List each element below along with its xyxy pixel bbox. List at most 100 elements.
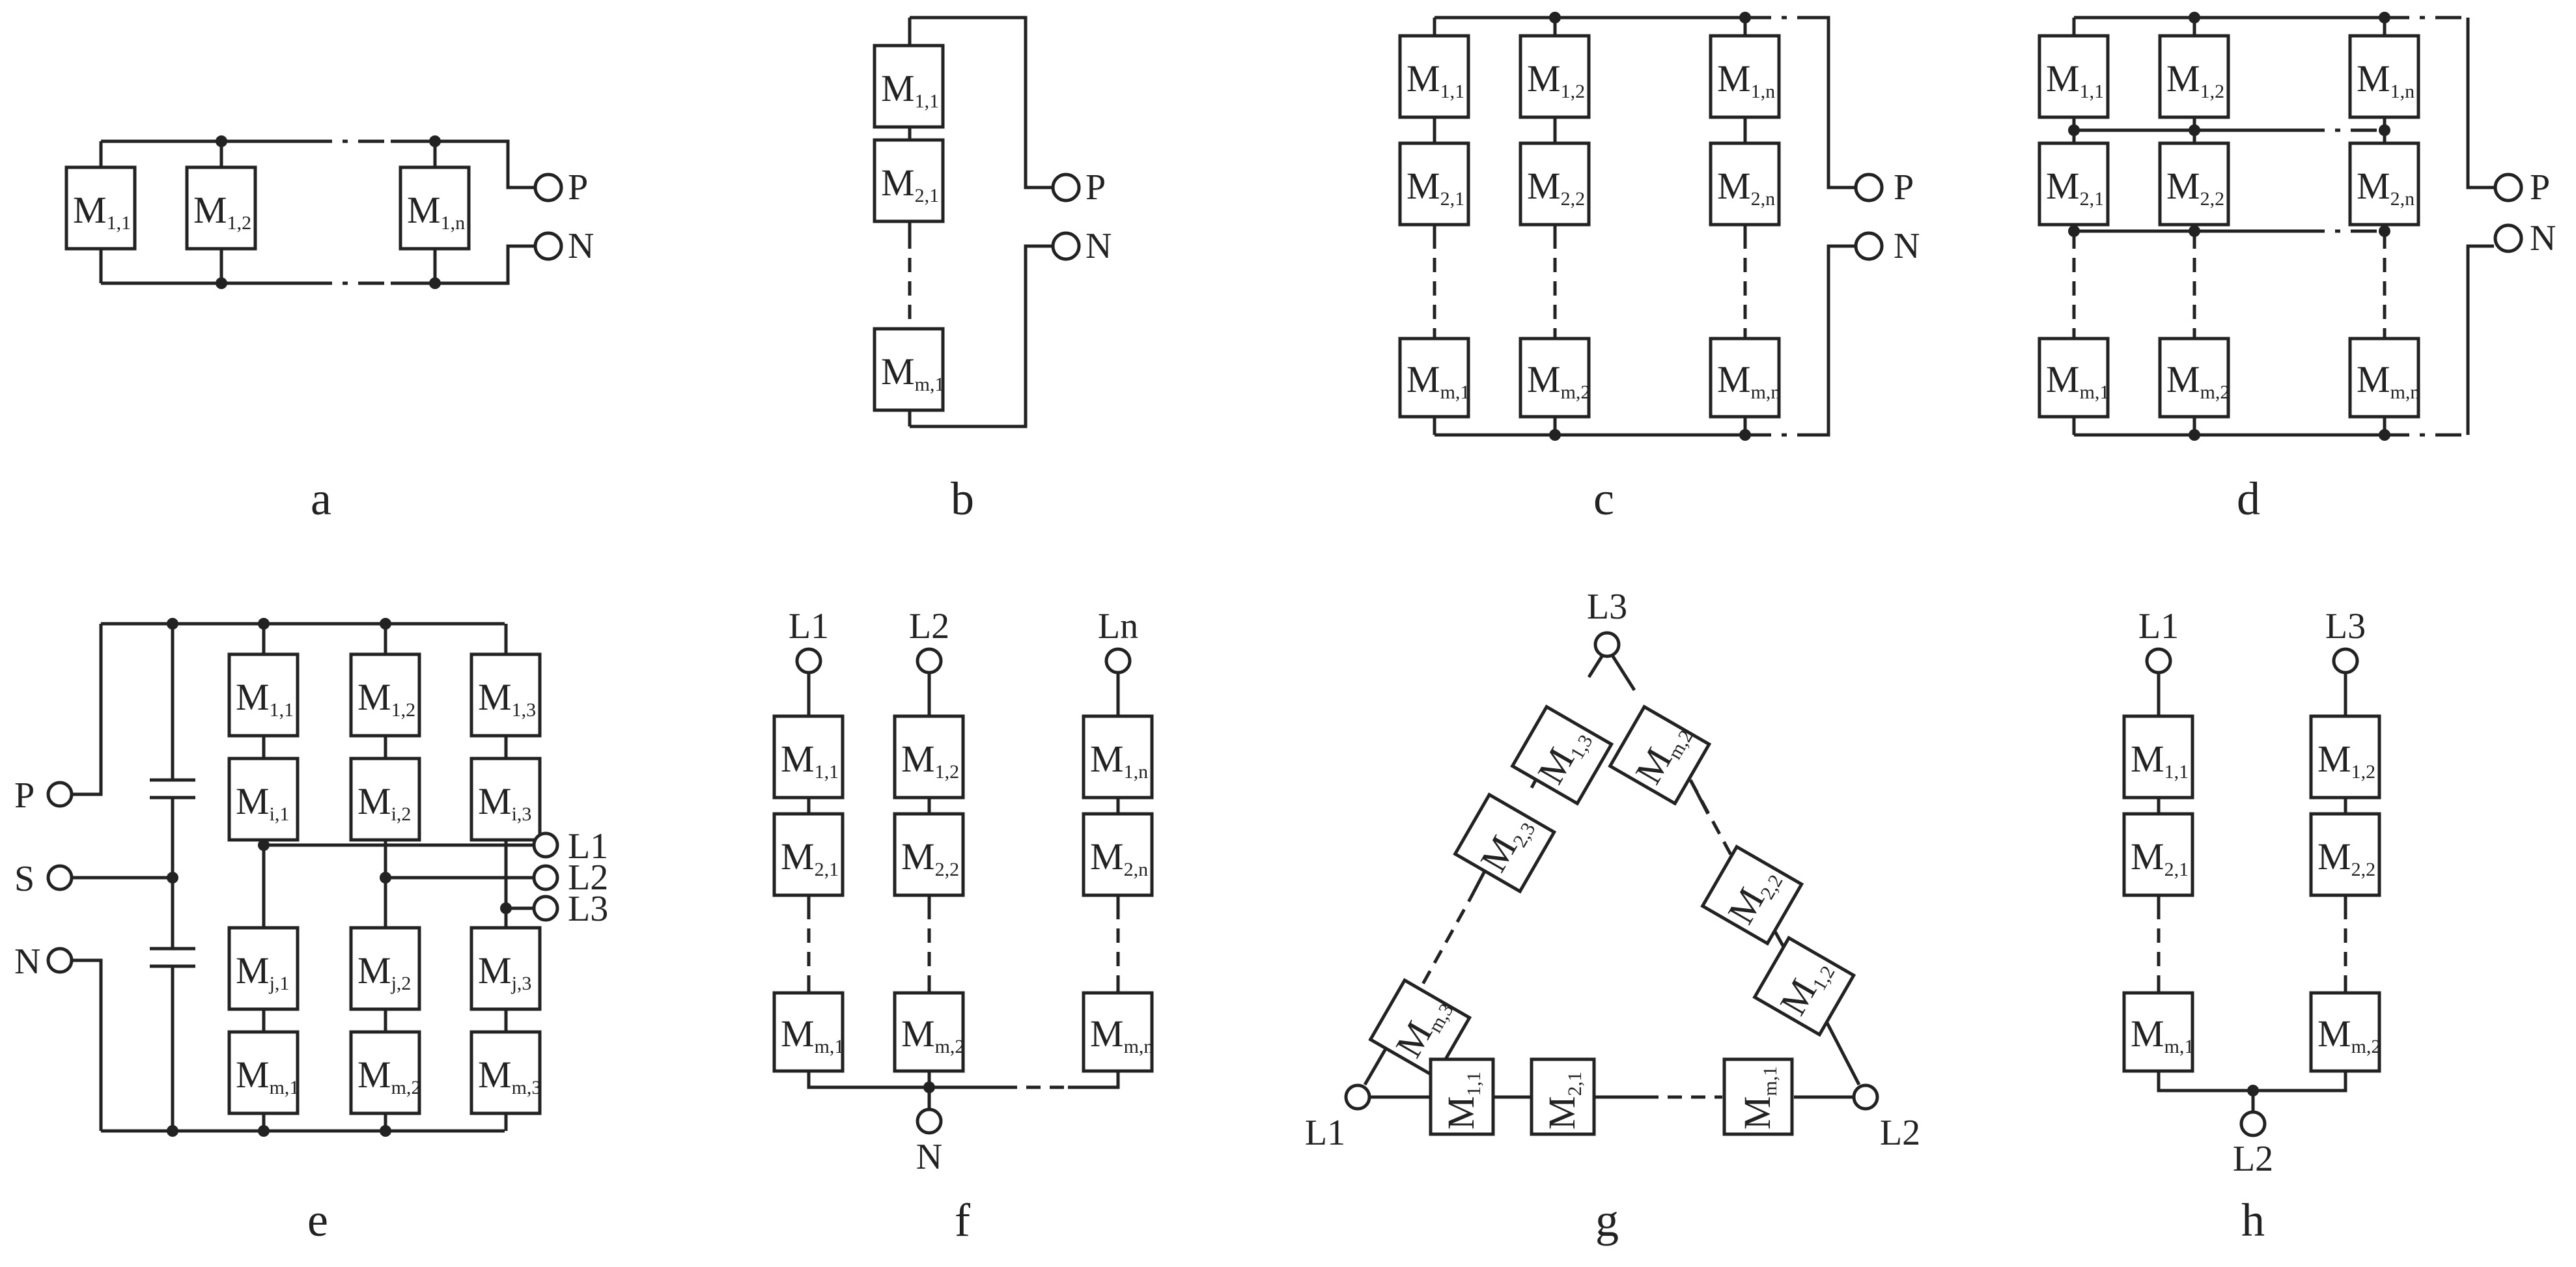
- module-box: M2,1: [2037, 141, 2110, 227]
- terminal-label: L2: [568, 857, 608, 898]
- terminal: [2493, 173, 2523, 202]
- module-box: Mm,1: [1398, 337, 1470, 419]
- module-box: Mi,1: [227, 757, 300, 842]
- module-box: M2,1: [1530, 1057, 1596, 1136]
- module-box: M1,3: [1510, 704, 1614, 806]
- module-box: Mj,2: [349, 926, 421, 1011]
- module-box: Mm,3: [469, 1030, 542, 1115]
- svg-text:Mj,2: Mj,2: [357, 949, 411, 994]
- svg-text:M1,2: M1,2: [901, 738, 959, 783]
- module-box: Mm,2: [2309, 991, 2381, 1073]
- module-box: Mm,1: [227, 1030, 300, 1115]
- module-box: M2,1: [2122, 812, 2194, 897]
- module-box: Mm,2: [1608, 704, 1712, 806]
- terminal: [533, 173, 563, 202]
- module-box: M2,2: [1700, 844, 1804, 946]
- terminal-label: N: [1085, 226, 1112, 266]
- module-box: Mm,n: [2348, 337, 2420, 419]
- module-box: Mj,1: [227, 926, 300, 1011]
- svg-text:M2,1: M2,1: [2046, 165, 2104, 210]
- svg-text:M1,2: M1,2: [357, 676, 415, 721]
- module-box: M2,n: [1082, 812, 1154, 897]
- svg-text:M2,1: M2,1: [1407, 165, 1464, 210]
- terminal-label: N: [14, 941, 40, 982]
- terminal: [2239, 1110, 2267, 1137]
- module-box: Mi,2: [349, 757, 421, 842]
- panel-a: M1,1 M1,2 M1,n P N a: [64, 135, 594, 525]
- module-box: M1,n: [399, 165, 471, 251]
- svg-text:Mm,1: Mm,1: [1407, 358, 1470, 403]
- terminal-label: P: [1085, 167, 1106, 208]
- svg-text:Mm,3: Mm,3: [478, 1053, 541, 1098]
- module-box: M1,2: [349, 652, 421, 738]
- module-box: M1,1: [772, 714, 845, 800]
- svg-text:Mm,2: Mm,2: [901, 1012, 964, 1057]
- svg-text:M2,1: M2,1: [2131, 835, 2189, 880]
- terminal-label: L3: [568, 889, 608, 929]
- svg-text:Mm,1: Mm,1: [2046, 358, 2109, 403]
- svg-text:Mi,2: Mi,2: [357, 780, 411, 825]
- svg-text:M2,2: M2,2: [2166, 165, 2224, 210]
- svg-text:M2,1: M2,1: [1541, 1072, 1586, 1130]
- svg-text:M1,2: M1,2: [2166, 57, 2224, 102]
- svg-text:M1,2: M1,2: [1527, 57, 1585, 102]
- module-box: M1,3: [469, 652, 542, 738]
- terminal-label: L2: [909, 606, 949, 647]
- terminal-label: P: [1894, 167, 1914, 208]
- terminal: [46, 781, 74, 808]
- terminal: [2493, 223, 2523, 253]
- svg-text:Mm,1: Mm,1: [781, 1012, 844, 1057]
- svg-text:M1,n: M1,n: [407, 189, 465, 234]
- terminal: [46, 947, 74, 974]
- terminal: [795, 647, 822, 675]
- svg-text:M1,1: M1,1: [1440, 1072, 1485, 1130]
- svg-text:M1,1: M1,1: [2046, 57, 2104, 102]
- module-box: M2,n: [2348, 141, 2420, 227]
- svg-text:M1,n: M1,n: [1090, 738, 1148, 783]
- terminal: [533, 231, 563, 261]
- terminal-label: L2: [1880, 1113, 1920, 1153]
- panel-g: M1,3 M2,3 Mm,3 Mm,2 M2,2 M1,2 M1,1 M2,1 …: [1305, 587, 1920, 1246]
- panel-f: M1,1 M1,2 M1,n M2,1 M2,2 M2,n Mm,1 Mm,2 …: [772, 606, 1154, 1246]
- panel-caption: e: [307, 1194, 328, 1246]
- panel-caption: c: [1593, 473, 1614, 525]
- module-box: M1,1: [2122, 714, 2194, 800]
- svg-text:Mm,1: Mm,1: [2131, 1012, 2194, 1057]
- module-box: M1,2: [2309, 714, 2381, 800]
- svg-text:Mm,2: Mm,2: [357, 1053, 421, 1098]
- svg-text:M2,2: M2,2: [2317, 835, 2375, 880]
- svg-text:M1,2: M1,2: [193, 189, 251, 234]
- svg-text:M2,2: M2,2: [1527, 165, 1585, 210]
- module-box: M1,n: [1709, 34, 1781, 119]
- svg-text:M1,n: M1,n: [1717, 57, 1775, 102]
- terminal-label: L1: [789, 606, 829, 647]
- svg-text:Mi,3: Mi,3: [478, 780, 531, 825]
- terminal: [916, 1107, 943, 1135]
- terminal-label: P: [14, 775, 35, 816]
- svg-text:M2,n: M2,n: [1090, 835, 1148, 880]
- svg-text:M1,3: M1,3: [478, 676, 536, 721]
- terminal: [1854, 173, 1884, 202]
- terminal: [1051, 231, 1081, 261]
- svg-text:M1,1: M1,1: [2131, 738, 2189, 783]
- panel-caption: f: [955, 1194, 970, 1246]
- module-box: Mm,2: [2158, 337, 2230, 419]
- terminal-label: L3: [1587, 587, 1627, 627]
- panel-caption: d: [2237, 473, 2260, 525]
- svg-text:M2,1: M2,1: [881, 161, 939, 206]
- terminal-label: N: [916, 1137, 942, 1177]
- module-box: M1,1: [1429, 1057, 1495, 1136]
- module-box: M2,1: [772, 812, 845, 897]
- module-box: Mm,2: [349, 1030, 421, 1115]
- module-box: Mi,3: [469, 757, 542, 842]
- module-box: Mm,2: [893, 991, 965, 1073]
- svg-text:M1,2: M1,2: [2317, 738, 2375, 783]
- svg-text:M2,1: M2,1: [781, 835, 839, 880]
- panel-c: M1,1 M1,2 M1,n M2,1 M2,2 M2,n Mm,1 Mm,2 …: [1398, 12, 1920, 525]
- terminal: [2332, 647, 2359, 675]
- module-box: Mm,1: [772, 991, 845, 1073]
- module-box: Mj,3: [469, 926, 542, 1011]
- module-box: M1,2: [893, 714, 965, 800]
- module-box: M2,2: [2309, 812, 2381, 897]
